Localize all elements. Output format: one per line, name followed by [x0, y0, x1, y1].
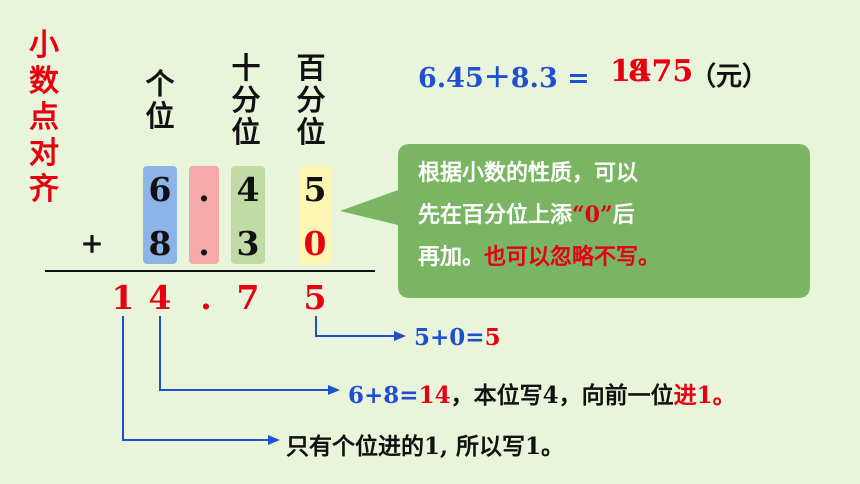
hundredths-place-label: 百分位 — [296, 51, 326, 149]
addend2-dot: . — [198, 224, 210, 263]
addend1-tenths: 4 — [236, 170, 260, 209]
sum-line — [45, 270, 375, 272]
bubble-line-2-start: 先在百分位上添 — [418, 202, 573, 228]
tenths-column-highlight — [231, 166, 265, 264]
note-ones-text: ，本位写4，向前一位 — [450, 382, 674, 409]
arrowhead-ones — [328, 385, 340, 395]
note-ones-expr: 6+8= — [348, 382, 419, 409]
note-ones-period: 。 — [712, 382, 736, 409]
note-ones-carry-word: 进 — [673, 382, 697, 409]
result-hundredths: 5 — [303, 278, 327, 317]
note-hundredths-expr: 5+0= — [414, 324, 485, 351]
connector-tens — [122, 316, 270, 441]
align-decimal-label: 小数点对齐 — [29, 28, 59, 207]
addend2-hundredths-zero: 0 — [303, 224, 327, 263]
result-dot: . — [200, 278, 212, 317]
connector-ones — [159, 316, 330, 391]
result-tens: 1 — [111, 278, 135, 317]
addend1-ones: 6 — [148, 170, 172, 209]
note-ones-sum: 6+8=14，本位写4，向前一位进1。 — [348, 376, 736, 410]
addend2-tenths: 3 — [236, 224, 260, 263]
bubble-line-1: 根据小数的性质，可以 — [418, 160, 639, 186]
hundredths-column-highlight — [299, 166, 331, 264]
addend1-dot: . — [198, 170, 210, 209]
note-tens-carry: 只有个位进的1, 所以写1。 — [286, 433, 565, 460]
equation-expression: 6.45＋8.3 = — [418, 63, 590, 94]
tenths-place-label: 十分位 — [231, 51, 261, 149]
speech-bubble-text: 根据小数的性质，可以 先在百分位上添“0”后 再加。也可以忽略不写。 — [418, 152, 798, 278]
addend2-ones: 8 — [148, 224, 172, 263]
ones-place-label: 个位 — [145, 67, 175, 133]
result-tenths: 7 — [236, 278, 260, 317]
decimal-point-column-highlight — [189, 166, 219, 264]
bubble-line-2-end: 后 — [612, 202, 635, 228]
connector-hundredths — [315, 316, 396, 337]
bubble-line-2: 先在百分位上添“0”后 — [418, 194, 798, 236]
equation-unit: （元） — [690, 62, 769, 92]
plus-sign: + — [80, 227, 104, 260]
bubble-line-3: 再加。也可以忽略不写。 — [418, 236, 798, 278]
bubble-added-zero: “0” — [572, 202, 613, 228]
speech-bubble-shape — [340, 144, 810, 298]
ones-column-highlight — [143, 166, 177, 264]
bubble-line-3-start: 再加。 — [418, 244, 485, 270]
equation-result-decimal: .75 — [641, 54, 694, 89]
note-hundredths-value: 5 — [484, 324, 501, 351]
arrowhead-tens — [268, 435, 280, 445]
note-hundredths-sum: 5+0=5 — [414, 324, 501, 351]
equation-result-integer: 14 — [610, 54, 652, 89]
equation-result-overlay: 8 — [628, 54, 649, 89]
note-ones-value: 14 — [418, 382, 451, 409]
note-ones-carry-digit: 1 — [696, 382, 713, 409]
arrowhead-hundredths — [394, 331, 406, 341]
result-ones: 4 — [148, 278, 172, 317]
bubble-ignore-note: 也可以忽略不写。 — [484, 244, 661, 270]
addend1-hundredths: 5 — [303, 170, 327, 209]
